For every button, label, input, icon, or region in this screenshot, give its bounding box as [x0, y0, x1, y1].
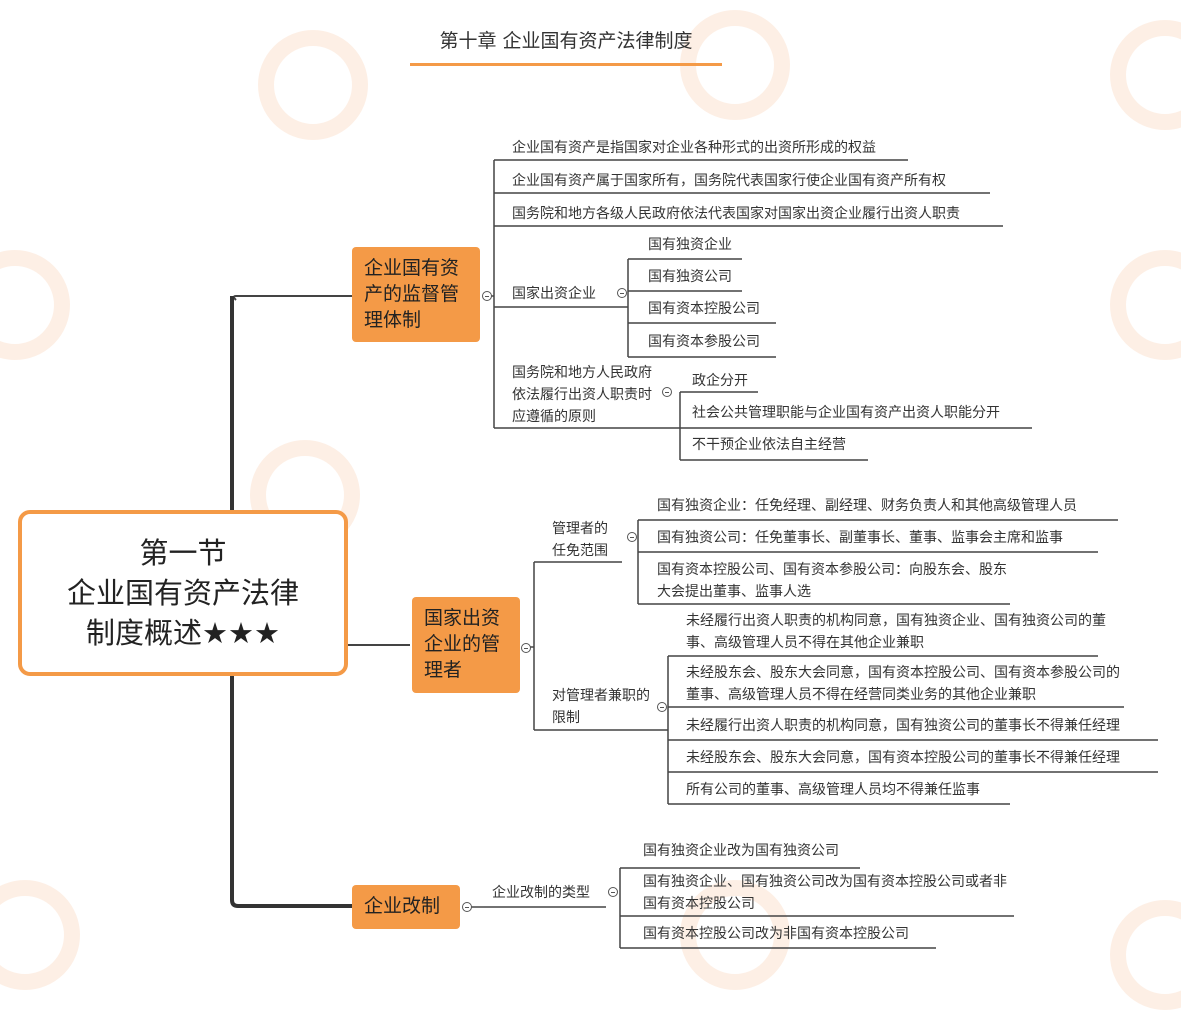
leaf-item: 未经股东会、股东大会同意，国有资本控股公司、国有资本参股公司的董事、高级管理人员…	[686, 665, 1120, 703]
leaf-item: 国有独资公司	[648, 269, 732, 285]
leaf-item: 未经股东会、股东大会同意，国有资本控股公司的董事长不得兼任经理	[686, 750, 1120, 766]
page-title: 第十章 企业国有资产法律制度	[410, 26, 722, 66]
leaf-item: 国有资本控股公司、国有资本参股公司：向股东会、股东大会提出董事、监事人选	[657, 562, 1007, 600]
branch-restructuring[interactable]: 企业改制	[352, 885, 460, 929]
leaf-item: 国有独资企业：任免经理、副经理、财务负责人和其他高级管理人员	[657, 498, 1077, 514]
central-line-1: 第一节	[139, 536, 227, 570]
collapse-toggle-icon[interactable]	[608, 887, 618, 897]
collapse-toggle-icon[interactable]	[521, 643, 531, 653]
leaf-item: 企业国有资产属于国家所有，国务院代表国家行使企业国有资产所有权	[512, 173, 946, 189]
subtopic-appointment-scope: 管理者的任免范围	[552, 521, 608, 559]
leaf-item: 政企分开	[692, 373, 748, 389]
central-line-2: 企业国有资产法律	[66, 576, 299, 610]
leaf-item: 国有资本参股公司	[648, 334, 760, 350]
leaf-item: 国有独资企业	[648, 237, 732, 253]
collapse-toggle-icon[interactable]	[462, 902, 472, 912]
leaf-item: 国务院和地方各级人民政府依法代表国家对国家出资企业履行出资人职责	[512, 206, 960, 222]
leaf-item: 国有独资公司：任免董事长、副董事长、董事、监事会主席和监事	[657, 530, 1063, 546]
collapse-toggle-icon[interactable]	[657, 702, 667, 712]
branch-label: 企业改制	[364, 895, 441, 917]
leaf-item: 不干预企业依法自主经营	[692, 437, 846, 453]
collapse-toggle-icon[interactable]	[617, 288, 627, 298]
branch-supervision-system[interactable]: 企业国有资产的监督管理体制	[352, 247, 480, 342]
subtopic-funded-enterprise: 国家出资企业	[512, 286, 596, 302]
branch-label: 国家出资企业的管理者	[424, 607, 501, 681]
subtopic-principles: 国务院和地方人民政府依法履行出资人职责时应遵循的原则	[512, 365, 652, 425]
subtopic-restructuring-types: 企业改制的类型	[492, 885, 590, 901]
branch-managers[interactable]: 国家出资企业的管理者	[412, 597, 520, 693]
leaf-item: 国有资本控股公司改为非国有资本控股公司	[643, 926, 909, 942]
leaf-item: 企业国有资产是指国家对企业各种形式的出资所形成的权益	[512, 140, 876, 156]
collapse-toggle-icon[interactable]	[482, 291, 492, 301]
leaf-item: 国有独资企业改为国有独资公司	[643, 843, 839, 859]
leaf-item: 国有资本控股公司	[648, 301, 760, 317]
leaf-item: 未经履行出资人职责的机构同意，国有独资公司的董事长不得兼任经理	[686, 718, 1120, 734]
page-title-wrap: 第十章 企业国有资产法律制度	[410, 26, 722, 66]
collapse-toggle-icon[interactable]	[662, 387, 672, 397]
collapse-toggle-icon[interactable]	[627, 532, 637, 542]
connector-lines	[230, 159, 1158, 949]
leaf-item: 社会公共管理职能与企业国有资产出资人职能分开	[692, 405, 1000, 421]
leaf-item: 未经履行出资人职责的机构同意，国有独资企业、国有独资公司的董事、高级管理人员不得…	[686, 613, 1106, 651]
central-line-3: 制度概述★★★	[86, 616, 280, 650]
leaf-item: 国有独资企业、国有独资公司改为国有资本控股公司或者非国有资本控股公司	[643, 874, 1007, 912]
subtopic-concurrent-post-limits: 对管理者兼职的限制	[552, 688, 650, 726]
branch-label: 企业国有资产的监督管理体制	[364, 257, 460, 331]
central-topic[interactable]: 第一节 企业国有资产法律 制度概述★★★	[18, 510, 348, 676]
leaf-item: 所有公司的董事、高级管理人员均不得兼任监事	[686, 782, 980, 798]
